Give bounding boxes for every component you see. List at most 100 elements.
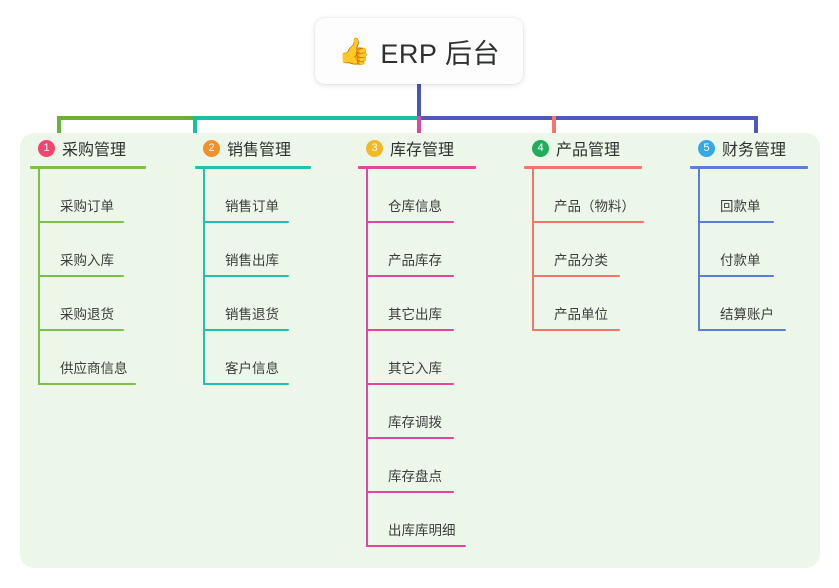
branch-item-rule [532,221,644,223]
branch-item-rule [203,275,289,277]
branch-item-rule [698,329,786,331]
branch-item-label: 付款单 [720,253,761,268]
diagram-panel [20,133,820,568]
branch-item-label: 产品（物料） [554,199,635,214]
branch-item[interactable]: 其它出库 [366,277,476,331]
branch-items-5: 回款单付款单结算账户 [690,169,808,331]
branch-item-label: 采购入库 [60,253,114,268]
branch-title-4: 产品管理 [556,142,621,159]
branch-title-5: 财务管理 [722,142,787,159]
branch-item-rule [698,221,774,223]
branch-items-4: 产品（物料） 产品分类产品单位 [524,169,644,331]
branch-header-rule-4 [524,166,642,169]
branch-header-5[interactable]: 5 财务管理 [690,133,808,163]
branch-column-1: 1 采购管理采购订单采购入库采购退货供应商信息 [30,133,146,385]
branch-item-rule [698,275,774,277]
branch-item-label: 库存盘点 [388,469,442,484]
branch-item-label: 销售退货 [225,307,279,322]
branch-header-rule-2 [195,166,311,169]
branch-header-rule-3 [358,166,476,169]
branch-item[interactable]: 付款单 [698,223,808,277]
branch-item[interactable]: 产品（物料） [532,169,644,223]
branch-item-label: 采购订单 [60,199,114,214]
branch-header-2[interactable]: 2 销售管理 [195,133,311,163]
branch-item-rule [38,329,124,331]
branch-item-rule [366,221,454,223]
root-title: ERP 后台 [380,38,500,69]
branch-header-3[interactable]: 3 库存管理 [358,133,476,163]
branch-item[interactable]: 采购订单 [38,169,146,223]
branch-title-3: 库存管理 [390,142,455,159]
branch-item-label: 结算账户 [720,307,774,322]
branch-item-label: 产品库存 [388,253,442,268]
branch-item-rule [366,383,454,385]
branch-item-label: 仓库信息 [388,199,442,214]
branch-title-1: 采购管理 [62,142,127,159]
branch-item-rule [532,329,620,331]
branch-stem-3 [366,169,368,547]
branch-item-rule [38,275,124,277]
branch-item[interactable]: 仓库信息 [366,169,476,223]
branch-header-1[interactable]: 1 采购管理 [30,133,146,163]
branch-items-3: 仓库信息产品库存其它出库其它入库库存调拨库存盘点出库库明细 [358,169,476,547]
branch-stem-5 [698,169,700,331]
branch-header-4[interactable]: 4 产品管理 [524,133,644,163]
branch-title-2: 销售管理 [227,142,292,159]
branch-column-3: 3 库存管理仓库信息产品库存其它出库其它入库库存调拨库存盘点出库库明细 [358,133,476,547]
branch-item-rule [366,275,454,277]
branch-item[interactable]: 客户信息 [203,331,311,385]
thumbs-up-icon: 👍 [338,36,371,66]
branch-item-label: 产品单位 [554,307,608,322]
branch-badge-5: 5 [698,139,715,157]
branch-column-4: 4 产品管理产品（物料） 产品分类产品单位 [524,133,644,331]
branch-item[interactable]: 销售订单 [203,169,311,223]
branch-item-rule [366,491,454,493]
branch-item-label: 销售订单 [225,199,279,214]
branch-item-rule [366,545,466,547]
branch-item[interactable]: 产品分类 [532,223,644,277]
branch-item-label: 回款单 [720,199,761,214]
branch-item-rule [366,329,454,331]
branch-item[interactable]: 其它入库 [366,331,476,385]
branch-columns: 1 采购管理采购订单采购入库采购退货供应商信息 2 销售管理销售订单销售出库销售退货客… [0,133,839,573]
branch-items-1: 采购订单采购入库采购退货供应商信息 [30,169,146,385]
branch-header-rule-5 [690,166,808,169]
branch-badge-4: 4 [532,139,549,157]
root-node[interactable]: 👍 ERP 后台 [315,18,523,84]
branch-item-label: 产品分类 [554,253,608,268]
branch-item-label: 客户信息 [225,361,279,376]
branch-item-label: 采购退货 [60,307,114,322]
branch-badge-1: 1 [38,139,55,157]
branch-badge-2: 2 [203,139,220,157]
branch-item-rule [38,221,124,223]
branch-item[interactable]: 销售出库 [203,223,311,277]
branch-item-label: 销售出库 [225,253,279,268]
branch-item-rule [203,221,289,223]
branch-item[interactable]: 出库库明细 [366,493,476,547]
branch-item[interactable]: 回款单 [698,169,808,223]
branch-column-5: 5 财务管理回款单付款单结算账户 [690,133,808,331]
branch-item[interactable]: 库存调拨 [366,385,476,439]
branch-badge-3: 3 [366,139,383,157]
branch-item-rule [38,383,136,385]
branch-item[interactable]: 供应商信息 [38,331,146,385]
branch-item[interactable]: 销售退货 [203,277,311,331]
branch-item[interactable]: 产品库存 [366,223,476,277]
branch-item[interactable]: 产品单位 [532,277,644,331]
branch-item-rule [203,383,289,385]
branch-item-rule [366,437,454,439]
branch-item-label: 库存调拨 [388,415,442,430]
branch-item-rule [203,329,289,331]
branch-item-label: 其它入库 [388,361,442,376]
branch-stem-1 [38,169,40,385]
branch-item[interactable]: 库存盘点 [366,439,476,493]
branch-header-rule-1 [30,166,146,169]
branch-item[interactable]: 采购入库 [38,223,146,277]
branch-item[interactable]: 结算账户 [698,277,808,331]
branch-item[interactable]: 采购退货 [38,277,146,331]
branch-item-label: 其它出库 [388,307,442,322]
branch-items-2: 销售订单销售出库销售退货客户信息 [195,169,311,385]
branch-stem-2 [203,169,205,385]
branch-item-label: 供应商信息 [60,361,128,376]
